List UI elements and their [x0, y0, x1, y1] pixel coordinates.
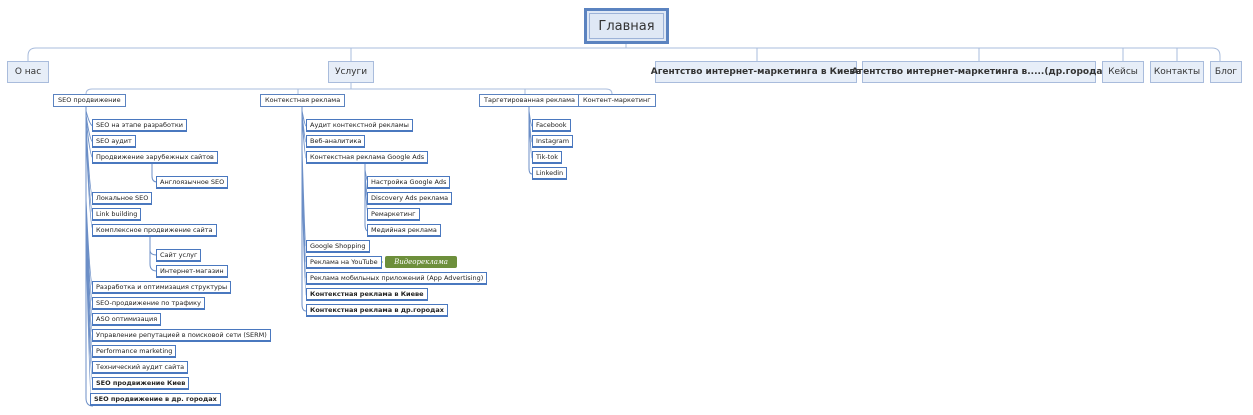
context-item[interactable]: Аудит контекстной рекламы: [306, 119, 413, 132]
target-item[interactable]: Instagram: [532, 135, 574, 148]
top-node-cases[interactable]: Кейсы: [1102, 61, 1144, 83]
section-content[interactable]: Контент-маркетинг: [578, 94, 656, 107]
context-item[interactable]: Контекстная реклама в Киеве: [306, 288, 428, 301]
top-node-agency-other[interactable]: Агентство интернет-маркетинга в.....(др.…: [851, 61, 1107, 83]
seo-item[interactable]: Link building: [92, 208, 142, 221]
target-item[interactable]: Linkedin: [532, 167, 568, 180]
seo-item[interactable]: SEO на этапе разработки: [92, 119, 187, 132]
top-node-agency-kiev[interactable]: Агентство интернет-маркетинга в Киеве: [651, 61, 861, 83]
section-context[interactable]: Контекстная реклама: [260, 94, 346, 107]
context-item[interactable]: Контекстная реклама Google Ads: [306, 151, 429, 164]
section-target[interactable]: Таргетированная реклама: [479, 94, 580, 107]
seo-item[interactable]: Технический аудит сайта: [92, 361, 189, 374]
target-item[interactable]: Tik-tok: [532, 151, 562, 164]
context-subitem[interactable]: Медийная реклама: [367, 224, 441, 237]
seo-item[interactable]: Продвижение зарубежных сайтов: [92, 151, 218, 164]
context-item[interactable]: Реклама мобильных приложений (App Advert…: [306, 272, 488, 285]
top-node-contacts[interactable]: Контакты: [1150, 61, 1204, 83]
context-subitem[interactable]: Ремаркетинг: [367, 208, 420, 221]
top-node-blog[interactable]: Блог: [1210, 61, 1242, 83]
callout-video-ads: Видеореклама: [385, 256, 457, 268]
seo-item[interactable]: SEO продвижение в др. городах: [90, 393, 221, 406]
seo-item[interactable]: ASO оптимизация: [92, 313, 162, 326]
section-seo[interactable]: SEO продвижение: [53, 94, 126, 107]
seo-item[interactable]: Разработка и оптимизация структуры: [92, 281, 232, 294]
seo-item[interactable]: SEO продвижение Киев: [92, 377, 190, 390]
seo-item[interactable]: SEO-продвижение по трафику: [92, 297, 205, 310]
context-item[interactable]: Google Shopping: [306, 240, 370, 253]
top-node-about[interactable]: О нас: [7, 61, 49, 83]
context-subitem[interactable]: Настройка Google Ads: [367, 176, 451, 189]
seo-item[interactable]: SEO аудит: [92, 135, 136, 148]
context-item[interactable]: Реклама на YouTube: [306, 256, 382, 269]
seo-subitem[interactable]: Сайт услуг: [156, 249, 202, 262]
seo-item[interactable]: Performance marketing: [92, 345, 177, 358]
seo-subitem[interactable]: Англоязычное SEO: [156, 176, 229, 189]
seo-item[interactable]: Управление репутацией в поисковой сети (…: [92, 329, 271, 342]
seo-item[interactable]: Локальное SEO: [92, 192, 153, 205]
root-node[interactable]: Главная: [584, 8, 669, 44]
seo-item[interactable]: Комплексное продвижение сайта: [92, 224, 217, 237]
top-node-services[interactable]: Услуги: [328, 61, 374, 83]
context-item[interactable]: Контекстная реклама в др.городах: [306, 304, 448, 317]
seo-subitem[interactable]: Интернет-магазин: [156, 265, 228, 278]
target-item[interactable]: Facebook: [532, 119, 571, 132]
context-subitem[interactable]: Discovery Ads реклама: [367, 192, 453, 205]
context-item[interactable]: Веб-аналитика: [306, 135, 366, 148]
